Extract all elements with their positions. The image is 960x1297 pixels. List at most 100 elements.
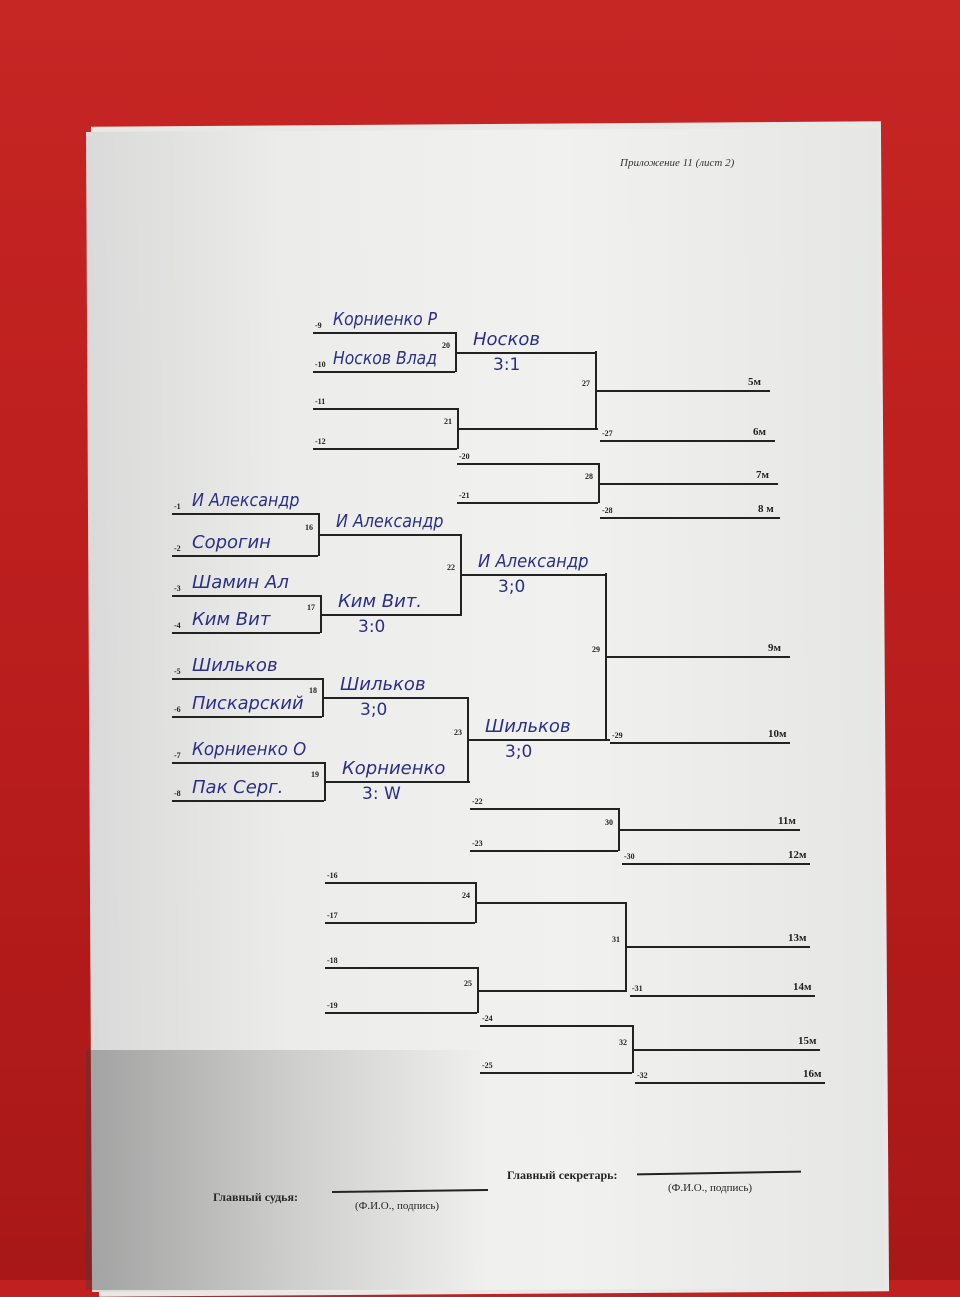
handwritten-match-score: 3: W (362, 784, 401, 804)
slot-line (610, 742, 790, 744)
handwritten-match-winner: Носков (473, 329, 540, 350)
place-label: 14м (793, 981, 812, 993)
slot-line (457, 463, 598, 465)
slot-label: -20 (459, 452, 470, 461)
match-output-line (460, 574, 605, 576)
place-label: 11м (778, 815, 796, 827)
match-number: 18 (309, 686, 317, 695)
slot-label: -4 (174, 621, 181, 630)
slot-label: -25 (482, 1061, 493, 1070)
match-number: 31 (612, 935, 620, 944)
slot-label: -17 (327, 911, 338, 920)
slot-label: -2 (174, 544, 181, 553)
slot-label: -3 (174, 584, 181, 593)
match-output-line (625, 946, 810, 948)
slot-line (635, 1082, 825, 1084)
slot-line (480, 1072, 632, 1074)
match-number: 27 (582, 379, 590, 388)
place-label: 10м (768, 728, 787, 740)
match-number: 17 (307, 603, 315, 612)
slot-label: -22 (472, 797, 483, 806)
handwritten-player-name: Корниенко О (192, 739, 307, 760)
match-output-line (475, 902, 625, 904)
handwritten-player-name: И Александр (192, 490, 300, 511)
slot-label: -5 (174, 667, 181, 676)
slot-label: -27 (602, 429, 613, 438)
slot-label: -6 (174, 705, 181, 714)
match-output-line (605, 656, 790, 658)
slot-line (325, 922, 475, 924)
match-output-line (595, 390, 770, 392)
handwritten-player-name: Пак Серг. (192, 777, 284, 798)
place-label: 6м (753, 426, 766, 438)
handwritten-match-winner: Корниенко (342, 758, 446, 779)
handwritten-player-name: Шильков (192, 655, 278, 676)
match-output-line (318, 534, 460, 536)
match-output-line (467, 739, 610, 741)
slot-label: -30 (624, 852, 635, 861)
slot-label: -31 (632, 984, 643, 993)
handwritten-match-winner: И Александр (336, 511, 444, 532)
match-number: 32 (619, 1038, 627, 1047)
handwritten-match-score: 3:0 (358, 617, 386, 637)
slot-label: -23 (472, 839, 483, 848)
slot-label: -10 (315, 360, 326, 369)
slot-label: -18 (327, 956, 338, 965)
handwritten-match-winner: Шильков (485, 716, 571, 737)
slot-line (313, 408, 457, 410)
place-label: 5м (748, 376, 761, 388)
handwritten-match-winner: И Александр (478, 551, 589, 572)
chief-secretary-hint: (Ф.И.О., подпись) (668, 1182, 752, 1194)
slot-line (172, 513, 318, 515)
match-number: 16 (305, 523, 313, 532)
handwritten-match-score: 3:1 (493, 355, 521, 375)
appendix-header: Приложение 11 (лист 2) (620, 157, 735, 169)
slot-line (172, 716, 322, 718)
match-output-line (455, 352, 595, 354)
match-number: 30 (605, 818, 613, 827)
match-number: 21 (444, 417, 452, 426)
slot-line (325, 1012, 477, 1014)
slot-label: -12 (315, 437, 326, 446)
handwritten-match-winner: Шильков (340, 674, 426, 695)
handwritten-match-score: 3;0 (505, 742, 533, 762)
slot-label: -9 (315, 321, 322, 330)
slot-line (313, 332, 455, 334)
place-label: 8 м (758, 503, 774, 515)
slot-line (622, 863, 810, 865)
slot-line (172, 800, 324, 802)
slot-line (325, 882, 475, 884)
match-number: 28 (585, 472, 593, 481)
match-number: 23 (454, 728, 462, 737)
slot-label: -21 (459, 491, 470, 500)
slot-label: -28 (602, 506, 613, 515)
slot-label: -7 (174, 751, 181, 760)
slot-line (600, 440, 775, 442)
slot-line (172, 632, 320, 634)
slot-line (480, 1025, 632, 1027)
slot-line (172, 678, 322, 680)
handwritten-match-score: 3;0 (498, 577, 526, 597)
handwritten-player-name: Корниенко Р (333, 309, 438, 330)
slot-line (172, 762, 324, 764)
handwritten-player-name: Ким Вит (192, 609, 271, 630)
place-label: 7м (756, 469, 769, 481)
match-output-line (598, 483, 778, 485)
handwritten-player-name: Шамин Ал (192, 572, 289, 593)
slot-label: -32 (637, 1071, 648, 1080)
match-number: 22 (447, 563, 455, 572)
match-output-line (322, 697, 467, 699)
match-number: 19 (311, 770, 319, 779)
match-number: 29 (592, 645, 600, 654)
slot-line (457, 502, 598, 504)
place-label: 16м (803, 1068, 822, 1080)
match-output-line (457, 428, 598, 430)
slot-label: -8 (174, 789, 181, 798)
match-output-line (320, 614, 462, 616)
slot-line (313, 448, 457, 450)
match-output-line (632, 1049, 820, 1051)
match-output-line (477, 990, 627, 992)
slot-line (600, 517, 780, 519)
place-label: 15м (798, 1035, 817, 1047)
slot-line (313, 371, 455, 373)
